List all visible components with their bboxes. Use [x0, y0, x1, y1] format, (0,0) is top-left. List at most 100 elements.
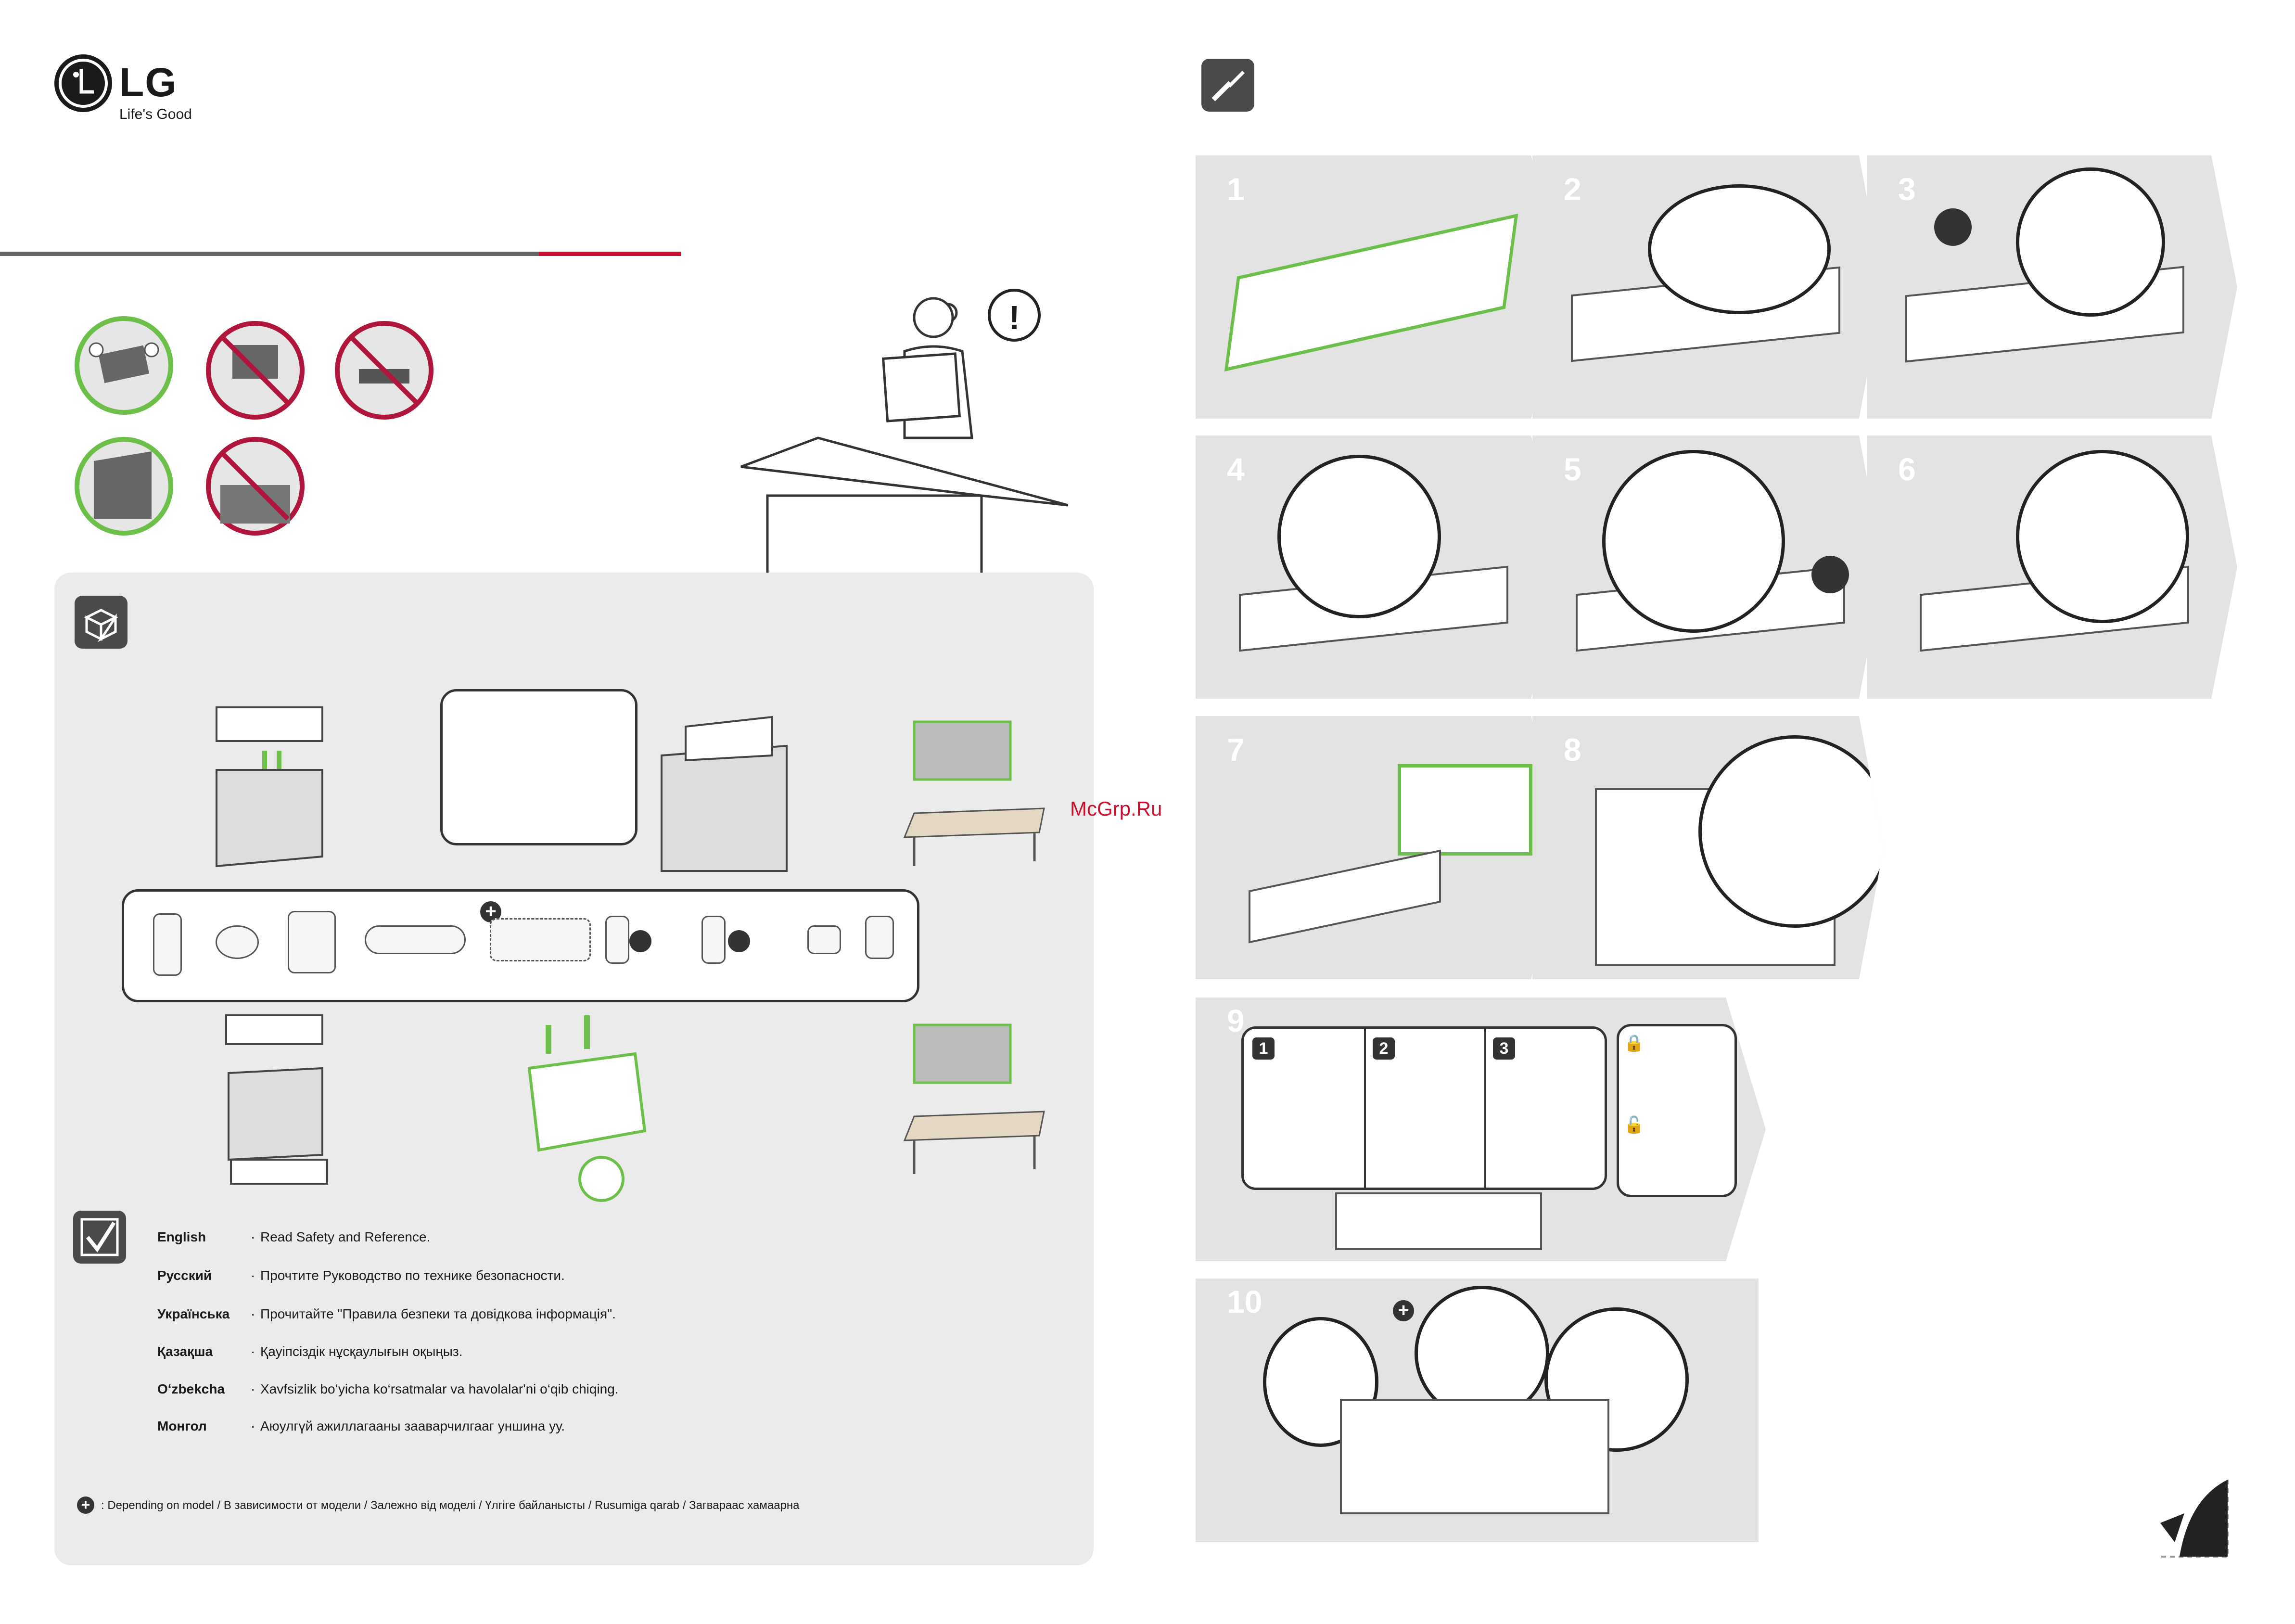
step-2-panel: 2 [1532, 155, 1884, 419]
clip-lock-subpanel: 🔒 🔓 [1617, 1024, 1737, 1197]
language-instruction: Қауіпсіздік нұсқаулығын оқыңыз. [260, 1344, 463, 1359]
language-name: O‘zbekcha [157, 1381, 225, 1396]
handling-correct-circle [75, 437, 173, 536]
screw-count-badge [1811, 556, 1849, 593]
step-number: 5 [1564, 451, 1581, 487]
screw-count-badge [629, 930, 651, 952]
accessories-strip: + [122, 889, 919, 1002]
tv-back [1249, 849, 1441, 944]
handling-prohibited-circle [206, 437, 305, 536]
step-number: 2 [1564, 171, 1581, 207]
step-1-panel: 1 [1196, 155, 1556, 419]
brand-name: LG [119, 60, 178, 105]
bullet: · [251, 1229, 255, 1244]
language-instruction: Прочтите Руководство по технике безопасн… [260, 1268, 565, 1283]
screw-icon [701, 916, 726, 964]
bullet: · [251, 1268, 255, 1283]
zoom-detail [1415, 1286, 1549, 1420]
page-turn-icon [2160, 1480, 2229, 1558]
lift-tv-detail-panel [440, 689, 638, 845]
step-number: 1 [1227, 171, 1245, 207]
warning-icon: ! [988, 289, 1041, 342]
zoom-detail [1648, 184, 1831, 314]
remote-control-icon [153, 913, 182, 976]
step-number: 10 [1227, 1284, 1262, 1319]
power-cable-icon [216, 925, 259, 959]
step-number: 8 [1564, 732, 1581, 767]
screw-count-badge [728, 930, 750, 952]
step-9-panel: 9 1 2 3 🔒 🔓 [1196, 997, 1766, 1261]
language-name: Қазақша [157, 1344, 213, 1359]
language-name: Русский [157, 1268, 212, 1283]
depending-on-model-note: : Depending on model / В зависимости от … [101, 1499, 800, 1512]
zoom-detail [1277, 455, 1441, 618]
plus-icon: + [480, 901, 501, 922]
zoom-detail [2016, 167, 2165, 317]
divider [1484, 1029, 1486, 1188]
zoom-detail [2016, 450, 2189, 623]
screw-count-badge [1934, 208, 1972, 246]
lift-tv-from-base-illustration [527, 1015, 647, 1202]
checkmark-document-icon [73, 1211, 126, 1264]
tv-upright [1398, 764, 1532, 856]
language-name: Українська [157, 1306, 230, 1321]
step-4-panel: 4 [1196, 435, 1556, 699]
box-icon [75, 596, 128, 649]
step-number: 4 [1227, 451, 1245, 487]
language-name: English [157, 1229, 206, 1244]
plus-icon: + [77, 1496, 94, 1514]
step-10-panel: 10 + [1196, 1279, 1759, 1542]
bullet: · [251, 1419, 255, 1433]
handling-prohibited-circle [206, 321, 305, 420]
watermark: McGrp.Ru [1070, 797, 1162, 820]
place-on-table-illustration [903, 1023, 1045, 1174]
tv-back-bottom [1335, 1192, 1542, 1250]
language-instruction: Read Safety and Reference. [260, 1229, 431, 1244]
step-6-panel: 6 [1867, 435, 2237, 699]
zoom-detail [1698, 735, 1884, 928]
substep-number: 2 [1373, 1037, 1395, 1060]
language-instruction: Прочитайте "Правила безпеки та довідкова… [260, 1306, 616, 1321]
step-number: 6 [1898, 451, 1916, 487]
header-rule-accent [539, 252, 681, 256]
bullet: · [251, 1306, 255, 1321]
cable-clip-icon [865, 916, 894, 959]
place-on-table-illustration [903, 720, 1045, 866]
bullet: · [251, 1381, 255, 1396]
screw-icon [605, 916, 629, 964]
language-instruction: Xavfsizlik bo‘yicha ko‘rsatmalar va havo… [260, 1381, 619, 1396]
brand-tagline: Life's Good [119, 106, 192, 122]
lg-logo: LG Life's Good [54, 54, 208, 122]
language-instruction: Аюулгүй ажиллагааны заавар­чилгааг уншин… [260, 1419, 565, 1433]
handling-prohibited-circle [335, 321, 434, 420]
manual-icon [288, 911, 336, 973]
divider [1364, 1029, 1366, 1188]
step-5-panel: 5 [1532, 435, 1884, 699]
lock-icon: 🔒 [1624, 1034, 1645, 1052]
cable-cover-icon [490, 918, 591, 961]
substep-number: 3 [1493, 1037, 1515, 1060]
remove-box-illustration [225, 1014, 328, 1185]
tv-face-down [1224, 213, 1518, 372]
step-7-panel: 7 [1196, 716, 1556, 979]
step-3-panel: 3 [1867, 155, 2237, 419]
lg-logo-mark [54, 54, 112, 112]
cable-routing-subpanel: 1 2 3 [1241, 1026, 1607, 1190]
box-open-illustration [661, 716, 788, 872]
tv-back [1340, 1399, 1609, 1514]
screwdriver-icon [1201, 59, 1254, 112]
box-lid-illustration [216, 706, 323, 868]
handling-correct-circle [75, 316, 173, 415]
substep-number: 1 [1252, 1037, 1275, 1060]
zoom-detail [1602, 450, 1785, 633]
unlock-icon: 🔓 [1624, 1116, 1645, 1134]
step-8-panel: 8 [1532, 716, 1884, 979]
step-number: 3 [1898, 171, 1916, 207]
zoom-detail [1263, 1317, 1378, 1447]
stand-base-icon [365, 925, 466, 954]
step-number: 7 [1227, 732, 1245, 767]
lg-face-icon [59, 59, 108, 108]
language-name: Монгол [157, 1419, 207, 1433]
step-number: 9 [1227, 1003, 1245, 1038]
bullet: · [251, 1344, 255, 1359]
